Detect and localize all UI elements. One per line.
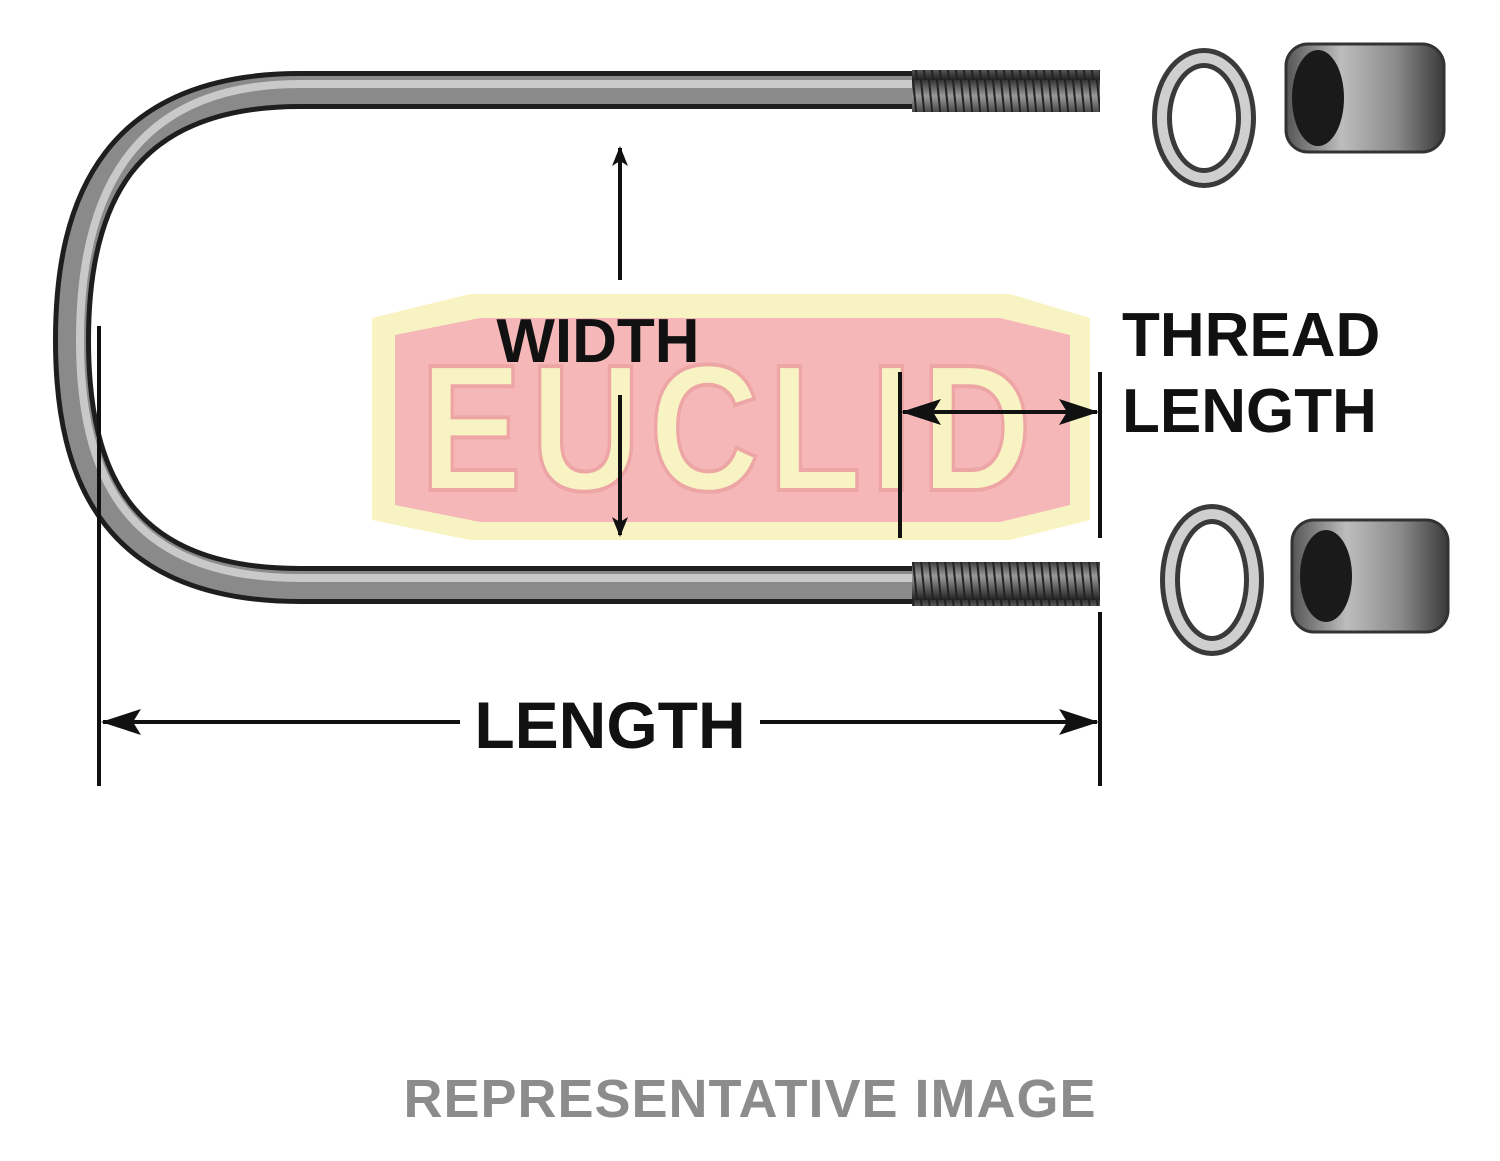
representative-image-caption: REPRESENTATIVE IMAGE (403, 1069, 1097, 1129)
thread-length-label-line2: LENGTH (1122, 377, 1377, 446)
upper-nut (1284, 42, 1446, 154)
upper-thread (912, 70, 1100, 112)
thread-length-dimension: THREAD LENGTH (898, 301, 1380, 538)
watermark-text: EUCLID (420, 328, 1040, 529)
width-label: WIDTH (496, 307, 699, 376)
width-dimension: WIDTH (496, 146, 700, 537)
thread-length-label-line1: THREAD (1122, 301, 1380, 370)
length-label: LENGTH (474, 688, 745, 762)
euclid-watermark-logo: EUCLID (372, 294, 1090, 540)
upper-washer (1152, 48, 1256, 188)
lower-nut (1290, 518, 1450, 634)
lower-washer (1160, 504, 1264, 656)
u-bolt (52, 70, 1100, 606)
lower-thread (912, 562, 1100, 606)
length-dimension: LENGTH (97, 326, 1102, 786)
